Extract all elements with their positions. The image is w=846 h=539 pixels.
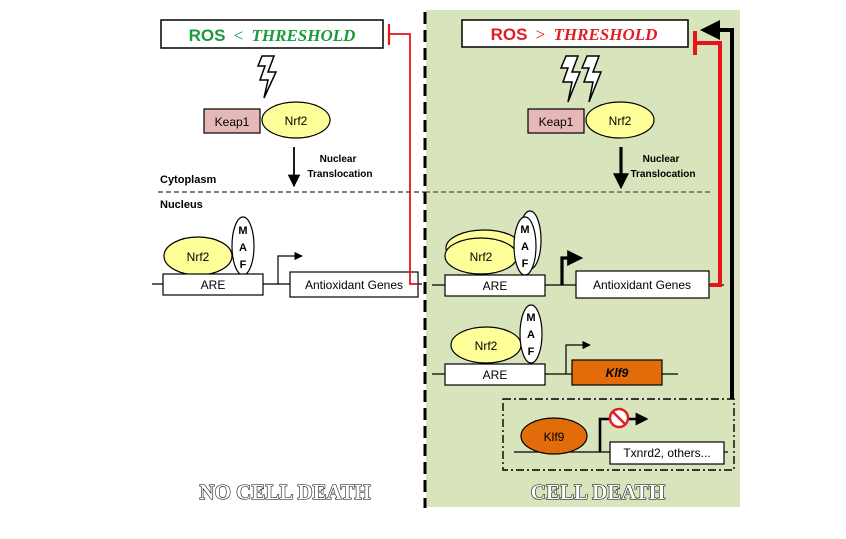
transcription-arrow-right-2 xyxy=(565,340,591,374)
translocation-right-line1: Nuclear xyxy=(643,154,680,165)
maf-right-m: M xyxy=(520,224,529,236)
antioxidant-genes-right-label: Antioxidant Genes xyxy=(593,278,691,292)
outcome-cell-death: CELL DEATH xyxy=(531,480,665,504)
klf9-gene-box xyxy=(571,359,663,386)
transcription-arrow-left xyxy=(277,251,303,284)
keap1-label: Keap1 xyxy=(215,115,250,129)
nrf2-bound-left-label: Nrf2 xyxy=(187,250,210,264)
lightning-bolt-icon xyxy=(559,55,603,103)
maf-right-2 xyxy=(519,304,543,364)
maf-right-a: A xyxy=(521,241,529,253)
are-box-right-2 xyxy=(444,363,546,386)
ros-above-threshold-label: ROS > THRESHOLD xyxy=(491,25,658,44)
translocation-right-line2: Translocation xyxy=(630,169,695,180)
maf-right-2-m: M xyxy=(526,312,535,324)
nrf2-bound-right-2-label: Nrf2 xyxy=(475,339,498,353)
translocation-label-line1: Nuclear xyxy=(320,154,357,165)
inhibition-line-left xyxy=(389,33,418,285)
klf9-repression-region xyxy=(502,398,735,471)
nrf2-right-label: Nrf2 xyxy=(609,114,632,128)
ros-above-threshold-box: ROS > THRESHOLD xyxy=(461,19,689,48)
maf-right-f: F xyxy=(522,258,529,270)
are-box-left xyxy=(162,273,264,296)
inhibition-line-right xyxy=(695,41,722,287)
are-right-1-label: ARE xyxy=(483,279,508,293)
are-left-label: ARE xyxy=(201,278,226,292)
transcription-arrow-blocked xyxy=(598,412,649,452)
nrf2-label: Nrf2 xyxy=(285,114,308,128)
ros-below-threshold-box: ROS < THRESHOLD xyxy=(160,19,384,49)
keap1-nrf2-complex-left: Keap1 Nrf2 xyxy=(203,101,331,139)
nucleus-label: Nucleus xyxy=(160,199,203,211)
translocation-label-line2: Translocation xyxy=(307,169,372,180)
maf-right-2-f: F xyxy=(528,346,535,358)
antioxidant-genes-left-label: Antioxidant Genes xyxy=(305,278,403,292)
maf-right-2-a: A xyxy=(527,329,535,341)
klf9-feedback-arrow xyxy=(700,20,734,399)
maf-left-a: A xyxy=(239,242,247,254)
maf-left-m: M xyxy=(238,225,247,237)
txnrd2-genes-label: Txnrd2, others... xyxy=(623,446,710,460)
ros-below-threshold-label: ROS < THRESHOLD xyxy=(189,26,356,45)
no-symbol-icon xyxy=(608,407,630,429)
keap1-nrf2-complex-right: Keap1 Nrf2 xyxy=(527,101,655,139)
outcome-no-cell-death: NO CELL DEATH xyxy=(199,480,370,504)
klf9-gene-label: Klf9 xyxy=(606,366,629,380)
are-box-right-1 xyxy=(444,274,546,297)
txnrd2-genes-box xyxy=(609,441,725,465)
nrf2-bound-right-label: Nrf2 xyxy=(470,250,493,264)
antioxidant-genes-box-left xyxy=(289,271,419,298)
klf9-protein-label: Klf9 xyxy=(544,430,565,444)
antioxidant-genes-box-right xyxy=(575,270,710,299)
cytoplasm-label: Cytoplasm xyxy=(160,174,216,186)
klf9-protein xyxy=(520,417,588,455)
maf-left-f: F xyxy=(240,259,247,271)
are-right-2-label: ARE xyxy=(483,368,508,382)
keap1-right-label: Keap1 xyxy=(539,115,574,129)
lightning-bolt-icon xyxy=(256,55,278,99)
transcription-arrow-right-1 xyxy=(560,250,584,285)
